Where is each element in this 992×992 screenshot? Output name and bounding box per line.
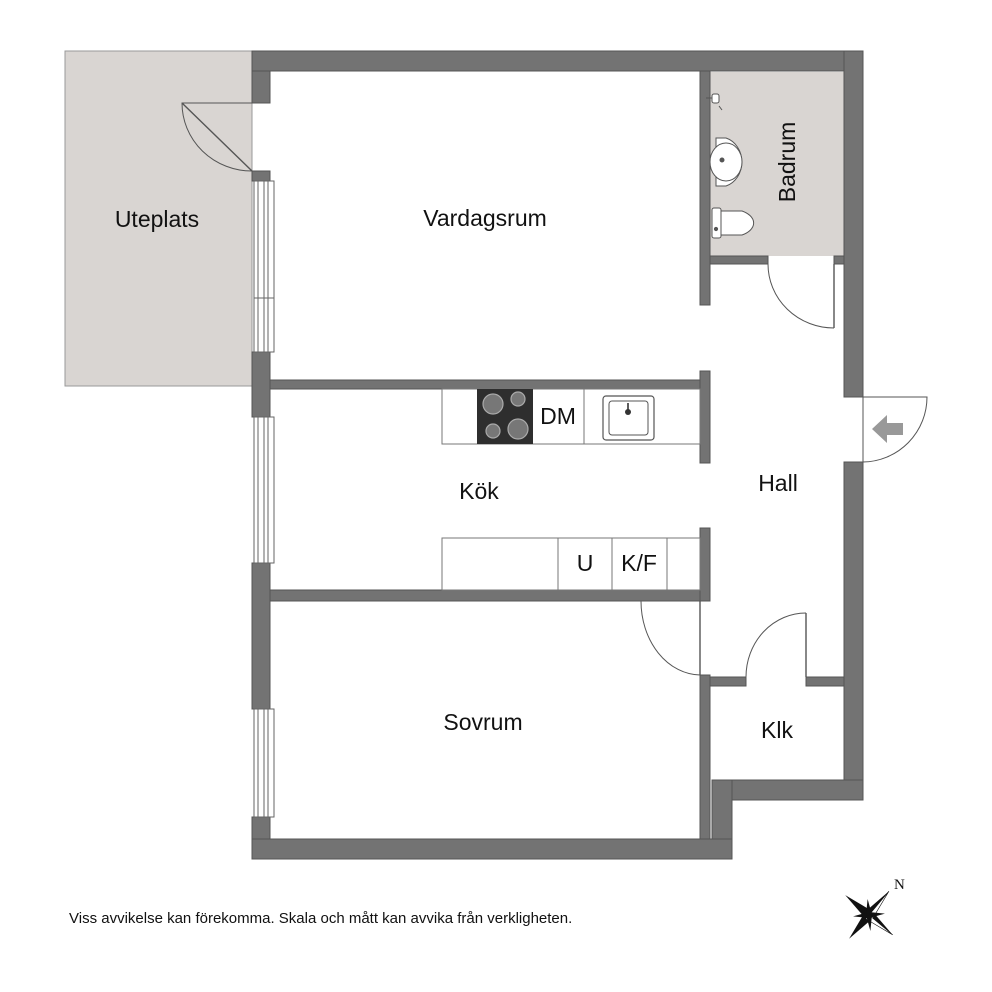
exterior-walls <box>251 50 864 860</box>
label-uteplats: Uteplats <box>115 206 199 232</box>
shower-icon <box>706 93 723 111</box>
label-kok: Kök <box>459 478 499 504</box>
door-patio <box>181 102 253 172</box>
door-bedroom <box>640 600 701 676</box>
door-bathroom <box>767 263 835 329</box>
label-hall: Hall <box>758 470 798 496</box>
bathroom-fixtures <box>706 93 755 239</box>
entrance-arrow-icon <box>872 415 903 443</box>
patio-area <box>64 50 253 387</box>
toilet-icon <box>711 207 755 239</box>
compass-north-label: N <box>894 877 905 893</box>
compass-icon <box>845 891 893 939</box>
label-u: U <box>577 550 594 576</box>
kitchen-counter-top <box>441 388 701 445</box>
interior-walls <box>269 70 845 840</box>
label-vardagsrum: Vardagsrum <box>423 205 547 231</box>
label-badrum: Badrum <box>774 122 800 203</box>
washbasin-icon <box>709 137 743 187</box>
label-sovrum: Sovrum <box>443 709 522 735</box>
windows <box>253 180 275 818</box>
label-dm: DM <box>540 403 576 429</box>
door-closet <box>745 612 807 678</box>
kitchen-counter-bottom <box>441 537 701 591</box>
disclaimer-text: Viss avvikelse kan förekomma. Skala och … <box>69 910 573 927</box>
label-klk: Klk <box>761 717 793 743</box>
label-kf: K/F <box>621 550 657 576</box>
